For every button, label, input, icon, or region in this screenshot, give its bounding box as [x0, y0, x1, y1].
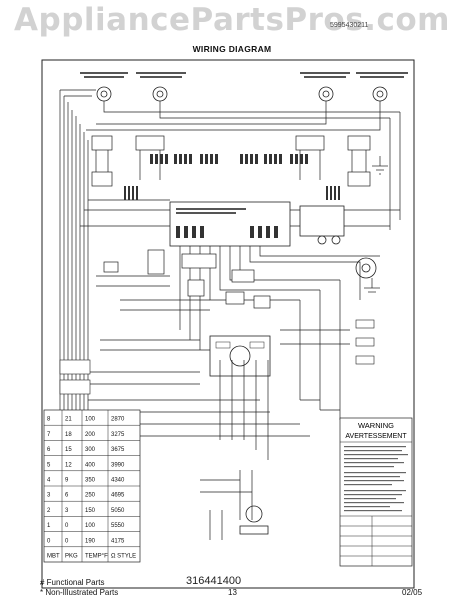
diagram-frame: [41, 59, 415, 589]
warning-subtitle: AVERTESSEMENT: [345, 433, 407, 440]
table-cell: 400: [85, 462, 96, 468]
door-lock-motor: [355, 257, 377, 279]
table-cell: 15: [65, 447, 72, 453]
switches: [91, 135, 371, 187]
table-cell: 3990: [111, 462, 125, 468]
table-cell: 5: [47, 462, 51, 468]
oven-control-board: [169, 201, 291, 247]
table-cell: 4695: [111, 493, 125, 499]
table-cell: Ω STYLE: [111, 554, 136, 560]
table-cell: MBT: [47, 554, 60, 560]
right-rear-element: [318, 86, 334, 102]
table-cell: 2: [47, 508, 51, 514]
table-cell: 1: [47, 523, 51, 529]
model-number: 5995430211: [330, 22, 369, 29]
table-cell: 3675: [111, 447, 125, 453]
right-front-element: [372, 86, 388, 102]
table-cell: 2870: [111, 417, 125, 423]
table-cell: 4340: [111, 478, 125, 484]
table-cell: 9: [65, 478, 69, 484]
table-cell: 3275: [111, 432, 125, 438]
table-cell: 4: [47, 478, 51, 484]
table-cell: 0: [47, 538, 51, 544]
table-cell: 100: [85, 417, 96, 423]
latch-module: [299, 205, 345, 245]
footer-functional: # Functional Parts: [40, 578, 105, 587]
table-cell: 6: [47, 447, 51, 453]
table-cell: 21: [65, 417, 72, 423]
table-cell: 5050: [111, 508, 125, 514]
footer-date: 02/05: [402, 588, 423, 597]
table-cell: 150: [85, 508, 96, 514]
table-cell: 3: [65, 508, 69, 514]
table-cell: 7: [47, 432, 51, 438]
table-cell: PKG: [65, 554, 78, 560]
burner-elements: [96, 86, 388, 102]
relay-board: [209, 335, 271, 377]
table-cell: 300: [85, 447, 96, 453]
table-cell: 0: [65, 538, 69, 544]
diagram-title: WIRING DIAGRAM: [192, 44, 272, 54]
table-cell: 18: [65, 432, 72, 438]
watermark: AppliancePartsPros.com: [14, 2, 450, 38]
table-cell: 6: [65, 493, 69, 499]
table-cell: 4175: [111, 538, 125, 544]
element-labels: [80, 72, 408, 78]
mid-components: [103, 249, 271, 309]
table-cell: 0: [65, 523, 69, 529]
convection-fan: [239, 505, 269, 535]
left-front-element: [152, 86, 168, 102]
table-cell: 250: [85, 493, 96, 499]
warning-panel: WARNING AVERTESSEMENT: [339, 417, 413, 567]
ground-symbols: [364, 156, 388, 293]
footer-non-illustrated: * Non-Illustrated Parts: [40, 588, 119, 597]
table-cell: 5550: [111, 523, 125, 529]
table-cell: 12: [65, 462, 72, 468]
table-cell: 190: [85, 538, 96, 544]
table-cell: 3: [47, 493, 51, 499]
table-cell: 8: [47, 417, 51, 423]
table-cell: 100: [85, 523, 96, 529]
table-cell: 350: [85, 478, 96, 484]
connectors: [124, 154, 340, 200]
part-number: 316441400: [186, 575, 241, 587]
left-rear-element: [96, 86, 112, 102]
warning-title: WARNING: [358, 421, 394, 430]
footer-page-number: 13: [228, 588, 237, 597]
right-terminals: [355, 319, 375, 365]
table-cell: 200: [85, 432, 96, 438]
table-cell: TEMP°F: [85, 554, 108, 560]
